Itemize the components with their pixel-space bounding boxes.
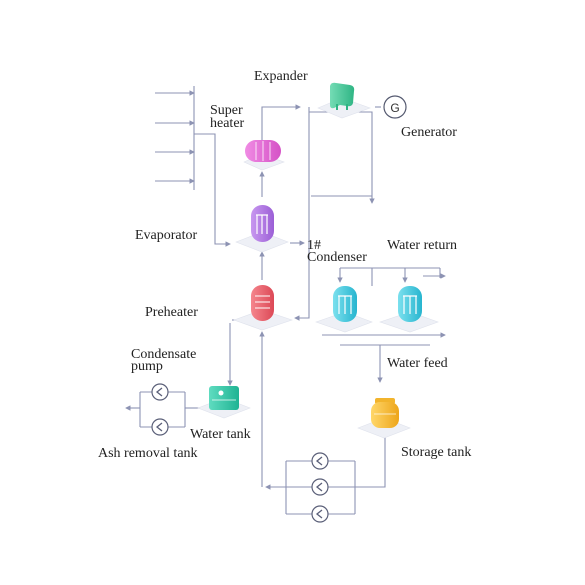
generator-symbol: G <box>390 101 399 115</box>
preheater-icon <box>251 285 274 321</box>
storage-tank-label: Storage tank <box>401 445 472 460</box>
expander-icon <box>330 82 355 110</box>
condensate-pump-label-line2: pump <box>131 359 163 374</box>
condenser-1-icon <box>333 286 357 322</box>
check-valve-pump-icon <box>151 418 169 436</box>
water-feed-label: Water feed <box>387 356 448 371</box>
water-tank-icon <box>209 386 239 410</box>
generator-circle-icon <box>383 95 407 119</box>
expander-label: Expander <box>254 69 308 84</box>
pipe-network <box>125 86 446 515</box>
expander-exhaust <box>294 107 310 321</box>
storage-to-pumps <box>355 432 386 488</box>
check-valve-pump-icon <box>151 383 169 401</box>
storage-tank-icon <box>371 398 399 428</box>
super-heater-label-line1: Super <box>210 103 243 118</box>
water-return-label: Water return <box>387 238 457 253</box>
generator-label: Generator <box>401 125 457 140</box>
super-heater-icon <box>245 140 281 162</box>
condenser-2-icon <box>398 286 422 322</box>
evaporator-label: Evaporator <box>135 228 198 243</box>
water-tank-label: Water tank <box>190 427 251 442</box>
super-heater-label-line2: heater <box>210 116 245 131</box>
condensate-pump-label-line1: Condensate <box>131 347 197 362</box>
condenser-label-line1: 1# <box>307 238 321 253</box>
condenser-label-line2: Condenser <box>307 250 367 265</box>
check-valve-pump-icon <box>311 478 329 496</box>
evaporator-icon <box>251 205 274 242</box>
ash-removal-tank-label: Ash removal tank <box>98 446 198 461</box>
preheater-label: Preheater <box>145 305 198 320</box>
check-valve-pump-icon <box>311 452 329 470</box>
expander-to-return <box>309 111 375 204</box>
source-to-evaporator <box>194 133 231 247</box>
check-valve-pump-icon <box>311 505 329 523</box>
superheater-to-expander <box>261 104 301 140</box>
